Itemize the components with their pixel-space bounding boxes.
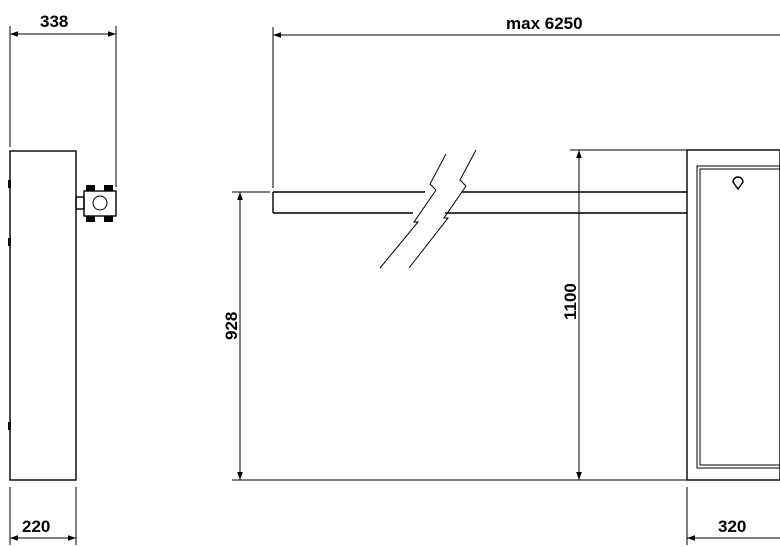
dim-label-928: 928 (222, 312, 241, 340)
side-hinge-mid (8, 238, 11, 246)
keyhole-icon (732, 176, 744, 191)
boom-arm (272, 149, 687, 269)
dim-label-1100: 1100 (561, 283, 580, 320)
boom-hub-icon (75, 185, 117, 222)
break-line-1 (379, 153, 447, 269)
front-view: max 6250 928 1100 320 (222, 14, 780, 545)
break-line-2 (408, 149, 477, 269)
side-view: 338 220 (8, 12, 117, 545)
dim-label-320: 320 (718, 517, 746, 536)
dim-label-220: 220 (22, 517, 50, 536)
barrier-cabinet-front (686, 149, 780, 481)
side-hinge-bottom (8, 422, 11, 430)
side-cabinet-body (9, 150, 77, 481)
dim-label-6250: max 6250 (506, 14, 583, 33)
dim-label-338: 338 (40, 12, 68, 31)
side-hinge-top (8, 180, 11, 188)
